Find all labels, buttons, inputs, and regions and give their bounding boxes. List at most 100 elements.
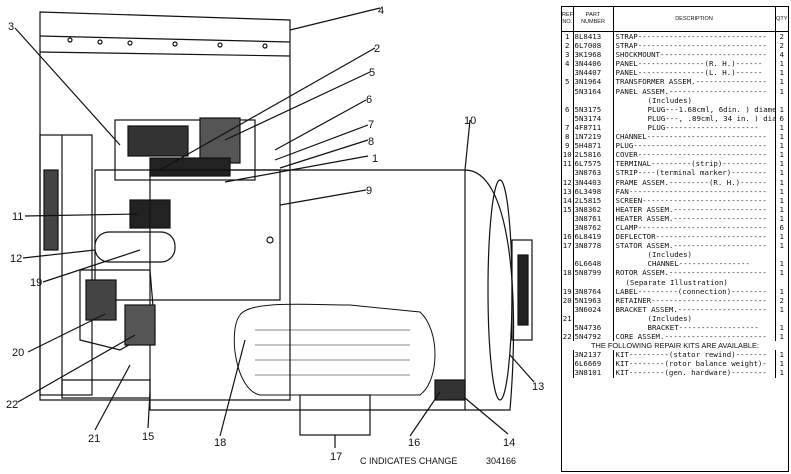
- ref-cell: [562, 222, 574, 233]
- qty-cell: 4: [779, 50, 784, 60]
- qty-cell: 6: [779, 113, 784, 123]
- part-number-cell: 5N4792: [573, 332, 614, 342]
- ref-cell: 8: [562, 132, 574, 142]
- ref-cell: 9: [562, 141, 574, 151]
- ref-cell: 6: [562, 104, 574, 114]
- ref-cell: 19: [562, 286, 574, 296]
- frame-assembly: [39, 134, 93, 396]
- part-number-cell: 6L7575: [573, 159, 614, 169]
- qty-cell: 1: [779, 204, 784, 214]
- qty-cell: 1: [779, 177, 784, 187]
- ref-cell: [562, 113, 574, 123]
- qty-cell: 1: [779, 104, 784, 114]
- ref-cell: 21: [562, 313, 574, 323]
- qty-cell: 1: [779, 122, 784, 132]
- ref-cell: 20: [562, 295, 574, 305]
- part-number-cell: 3N8763: [573, 168, 614, 178]
- description-cell: TRANSFORMER ASSEM.----------------: [613, 77, 776, 87]
- part-number-cell: 3N8764: [573, 286, 614, 296]
- part-number-cell: 6L8419: [573, 232, 614, 242]
- qty-cell: 1: [779, 259, 784, 269]
- qty-cell: [775, 250, 788, 259]
- ref-cell: 2: [562, 41, 574, 51]
- figure-number: 304166: [486, 456, 516, 466]
- description-cell: (Includes): [613, 313, 776, 323]
- part-number-cell: 2L5816: [573, 150, 614, 160]
- description-cell: (Includes): [613, 250, 776, 260]
- description-cell: BRACKET ASSEM.--------------------: [613, 304, 776, 314]
- part-number-cell: 6L7008: [573, 41, 614, 51]
- ref-cell: 3: [562, 50, 574, 60]
- part-number-cell: 3N8762: [573, 222, 614, 233]
- description-cell: CHANNEL---------------------------: [613, 132, 776, 142]
- ref-cell: [562, 277, 574, 287]
- part-number-cell: 5H4871: [573, 141, 614, 151]
- description-cell: CORE ASSEM.-----------------------: [613, 332, 776, 342]
- ref-cell: 14: [562, 195, 574, 205]
- description-cell: LABEL---------(connection)--------: [613, 286, 776, 296]
- part-number-cell: 4F8711: [573, 122, 614, 133]
- description-cell: ROTOR ASSEM.----------------------: [613, 268, 776, 278]
- description-cell: PANEL---------------(L. H.)------: [613, 68, 776, 78]
- qty-cell: 1: [779, 323, 784, 332]
- ref-cell: [562, 95, 574, 105]
- table-row: (Includes): [562, 250, 788, 260]
- ref-cell: [562, 168, 574, 178]
- ref-cell: 15: [562, 204, 574, 214]
- description-cell: PLUG---, .89cml, 34 in. ) diameter: [613, 113, 776, 123]
- qty-cell: 1: [779, 132, 784, 142]
- qty-cell: 1: [779, 368, 784, 378]
- description-cell: HEATER ASSEM.---------------------: [613, 204, 776, 214]
- ref-cell: 1: [562, 31, 574, 42]
- qty-cell: 1: [779, 304, 784, 314]
- qty-cell: 1: [779, 168, 784, 178]
- callout-12: 12: [10, 253, 22, 265]
- kits-heading: THE FOLLOWING REPAIR KITS ARE AVAILABLE:: [591, 341, 759, 351]
- description-cell: PANEL---------------(R. H.)------: [613, 59, 776, 69]
- table-row: 21 (Includes): [562, 313, 788, 323]
- ref-cell: [562, 323, 574, 333]
- qty-cell: 1: [779, 268, 784, 278]
- callout-17: 17: [330, 451, 342, 463]
- qty-cell: 1: [779, 68, 784, 78]
- callout-3: 3: [8, 21, 14, 33]
- callout-13: 13: [532, 381, 544, 393]
- callout-1: 1: [372, 153, 378, 165]
- description-cell: FAN-------------------------------: [613, 186, 776, 196]
- part-number-cell: 3N8362: [573, 204, 614, 214]
- ref-cell: 11: [562, 159, 574, 169]
- ref-cell: 7: [562, 122, 574, 133]
- description-cell: (Includes): [613, 95, 776, 105]
- description-cell: PLUG---------------------: [613, 122, 776, 133]
- ref-cell: [562, 350, 574, 360]
- header-description: DESCRIPTION: [613, 7, 776, 32]
- callout-16: 16: [408, 437, 420, 449]
- callout-7: 7: [368, 119, 374, 131]
- qty-cell: 1: [779, 350, 784, 360]
- part-number-cell: [573, 250, 614, 260]
- qty-cell: 1: [779, 59, 784, 69]
- description-cell: RETAINER--------------------------: [613, 295, 776, 305]
- callout-10: 10: [464, 115, 476, 127]
- ref-cell: 22: [562, 332, 574, 342]
- qty-cell: 1: [779, 286, 784, 296]
- ref-cell: [562, 213, 574, 223]
- part-number-cell: 8L8413: [573, 31, 614, 42]
- description-cell: FRAME ASSEM.---------(R. H.)------: [613, 177, 776, 187]
